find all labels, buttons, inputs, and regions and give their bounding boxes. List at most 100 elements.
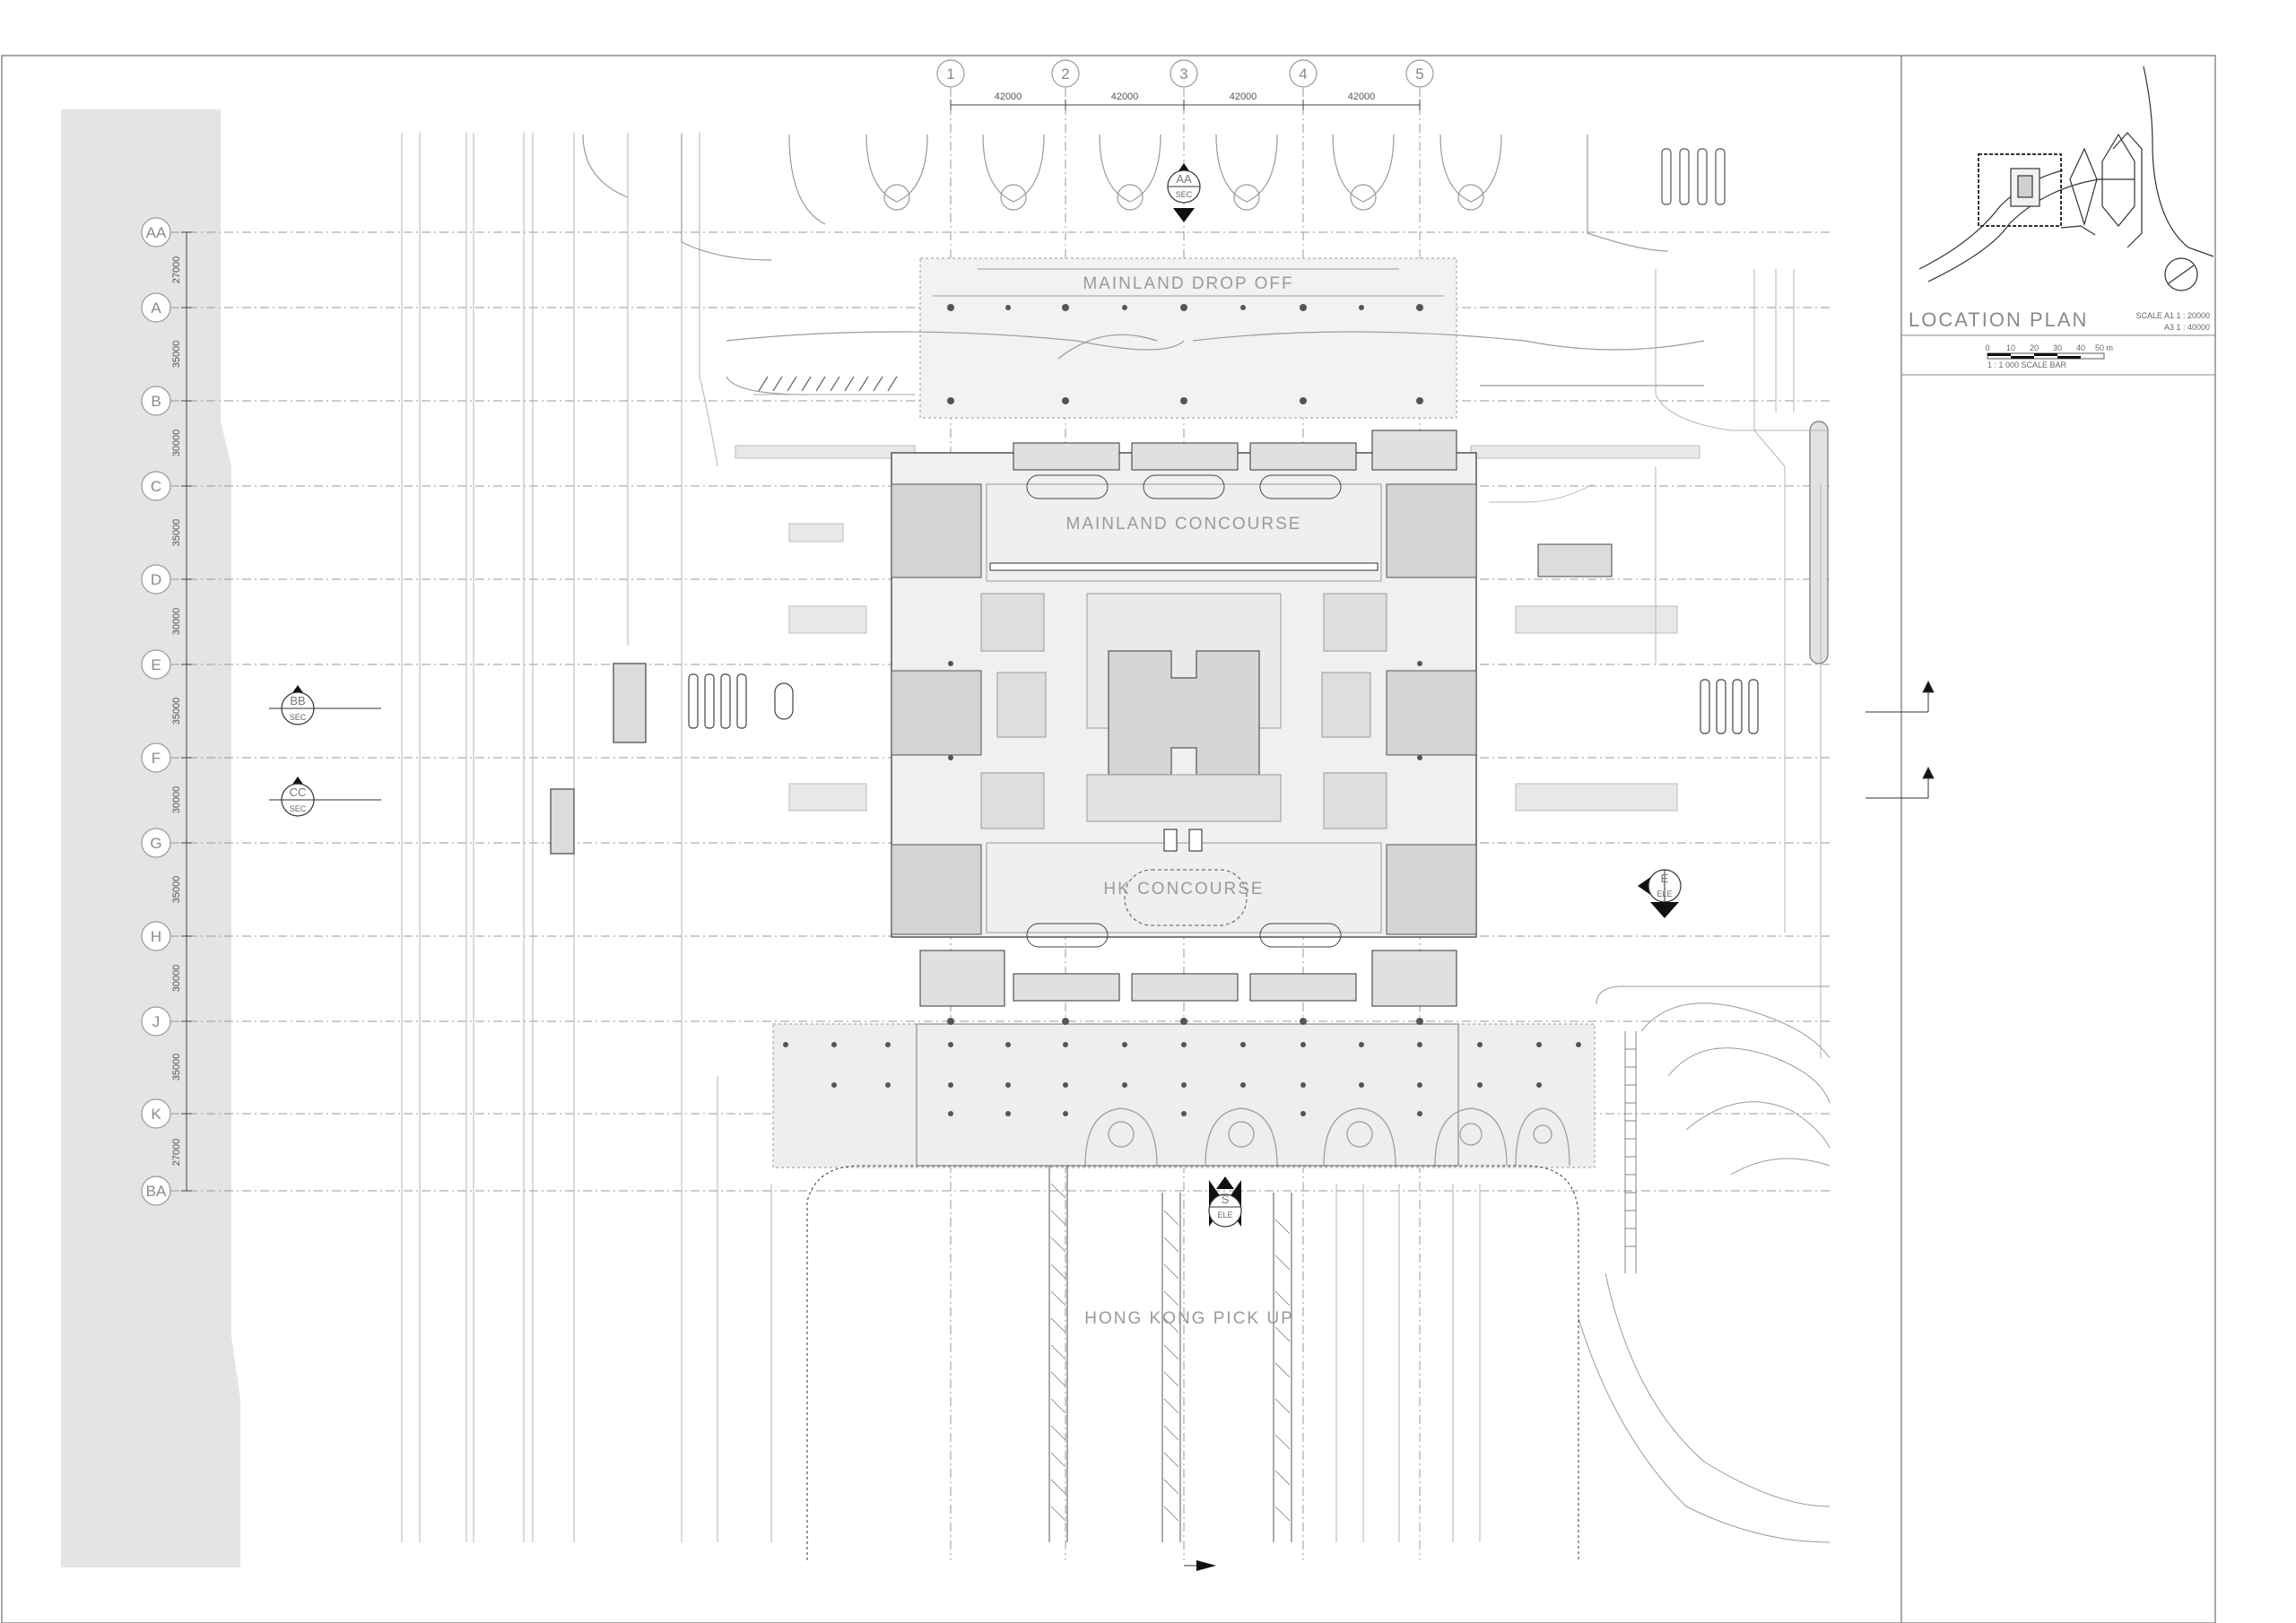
section-cut-arrows-right <box>1866 680 1935 799</box>
right-site-elements <box>1700 421 1829 734</box>
svg-text:B: B <box>151 393 161 410</box>
svg-text:20: 20 <box>2030 343 2039 352</box>
svg-text:27000: 27000 <box>171 1139 182 1167</box>
svg-text:G: G <box>150 835 161 852</box>
svg-text:CC: CC <box>290 785 307 799</box>
location-plan-map <box>1918 65 2214 291</box>
left-site-elements <box>550 663 794 855</box>
bottom-loop-roads <box>1084 1107 1570 1167</box>
right-dashed-bars <box>1515 543 1678 812</box>
location-plan-scale-a1: SCALE A1 1 : 20000 <box>2135 311 2210 320</box>
hk-concourse-label: HK CONCOURSE <box>1103 880 1264 898</box>
location-plan-scale-a3: A3 1 : 40000 <box>2164 323 2210 332</box>
svg-text:SEC: SEC <box>290 804 307 813</box>
svg-text:A: A <box>151 299 161 317</box>
pick-up-plaza <box>772 1023 1596 1168</box>
svg-text:SEC: SEC <box>1176 190 1193 199</box>
svg-text:S: S <box>1222 1193 1230 1206</box>
section-marker-bb: BB SEC <box>269 685 381 725</box>
pick-up-diagonal-bays <box>1048 1166 1292 1542</box>
svg-text:40: 40 <box>2076 343 2085 352</box>
elevation-marker-e: E ELE <box>1638 869 1682 918</box>
column-label-3: 3 <box>1179 65 1187 82</box>
svg-text:1 : 1 000 SCALE BAR: 1 : 1 000 SCALE BAR <box>1987 360 2067 369</box>
side-office-blocks <box>980 593 1387 829</box>
svg-text:35000: 35000 <box>171 876 182 904</box>
svg-text:SEC: SEC <box>290 713 307 722</box>
col-spacing-4: 42000 <box>1348 91 1376 102</box>
svg-text:50 m: 50 m <box>2095 343 2113 352</box>
mainland-drop-off-label: MAINLAND DROP OFF <box>1083 274 1293 293</box>
left-dashed-bars <box>788 523 867 812</box>
svg-text:BB: BB <box>290 694 305 707</box>
section-marker-cc: CC SEC <box>269 777 381 817</box>
top-right-bays <box>1661 148 1726 205</box>
scale-bar: 0 10 20 30 40 50 m 1 : 1 000 SCALE BAR <box>1985 343 2113 369</box>
svg-text:10: 10 <box>2006 343 2015 352</box>
svg-text:30: 30 <box>2053 343 2062 352</box>
svg-text:35000: 35000 <box>171 1054 182 1081</box>
hk-concourse <box>986 842 1382 933</box>
row-bubbles <box>141 217 171 1206</box>
bottom-right-parking <box>1578 985 1831 1543</box>
hk-lifts <box>1163 829 1203 852</box>
svg-text:J: J <box>152 1013 161 1030</box>
right-road-lines <box>1489 269 1830 1058</box>
svg-text:H: H <box>151 928 161 945</box>
terminal-wings <box>891 483 1477 935</box>
col-spacing-2: 42000 <box>1111 91 1139 102</box>
svg-text:ELE: ELE <box>1657 890 1672 898</box>
bottom-right-bays <box>1624 1031 1637 1273</box>
section-marker-aa: AA SEC <box>1167 163 1201 222</box>
hong-kong-pick-up-label: HONG KONG PICK UP <box>1084 1309 1294 1328</box>
pick-up-hatch-left <box>1050 1183 1291 1522</box>
mainland-concourse-gates <box>989 562 1378 571</box>
north-arrow-bottom <box>1196 1560 1216 1571</box>
top-left-parking <box>753 376 915 395</box>
svg-text:35000: 35000 <box>171 341 182 369</box>
hk-concourse-core <box>1124 869 1248 926</box>
sheet-border <box>1 55 2216 1623</box>
pick-up-road-loop <box>806 1165 1579 1560</box>
row-dimension-line <box>181 231 192 1192</box>
svg-text:E: E <box>1661 872 1669 885</box>
column-label-4: 4 <box>1299 65 1307 82</box>
svg-text:30000: 30000 <box>171 965 182 993</box>
mainland-drop-off-plaza <box>919 257 1457 419</box>
location-plan-title: LOCATION PLAN <box>1909 308 2088 331</box>
bottom-canopies <box>919 950 1457 1007</box>
top-left-bar <box>735 445 916 459</box>
concourse-pods-top <box>1026 474 1342 499</box>
svg-text:0: 0 <box>1985 343 1989 352</box>
pick-up-lane-lines <box>717 1076 1481 1542</box>
svg-text:E: E <box>151 656 161 673</box>
elevation-marker-s: S ELE <box>1208 1176 1242 1228</box>
column-bubbles <box>936 59 1434 88</box>
svg-text:30000: 30000 <box>171 786 182 814</box>
top-right-bar <box>1470 445 1700 459</box>
svg-text:27000: 27000 <box>171 256 182 284</box>
central-lower-hall <box>1086 774 1282 822</box>
svg-text:35000: 35000 <box>171 519 182 547</box>
svg-text:ELE: ELE <box>1217 1211 1232 1219</box>
svg-text:F: F <box>152 750 161 767</box>
drop-off-roads <box>726 331 1705 395</box>
column-label-2: 2 <box>1061 65 1069 82</box>
col-spacing-3: 42000 <box>1230 91 1257 102</box>
column-label-5: 5 <box>1415 65 1423 82</box>
row-labels: AA A B C D E F G H J K BA <box>146 224 167 1200</box>
svg-text:30000: 30000 <box>171 430 182 457</box>
column-dimension-line <box>950 100 1421 110</box>
svg-text:C: C <box>151 478 161 495</box>
concourse-pods-bottom <box>1026 923 1342 948</box>
top-canopies <box>1013 430 1457 471</box>
mainland-concourse-label: MAINLAND CONCOURSE <box>1066 515 1302 534</box>
row-spacing-labels: 27000 35000 30000 35000 30000 35000 3000… <box>171 256 182 1167</box>
top-loop-roads <box>582 134 1669 261</box>
structural-columns <box>783 304 1581 1116</box>
svg-text:35000: 35000 <box>171 698 182 725</box>
svg-text:AA: AA <box>146 224 167 241</box>
column-label-1: 1 <box>946 65 954 82</box>
col-spacing-1: 42000 <box>995 91 1022 102</box>
